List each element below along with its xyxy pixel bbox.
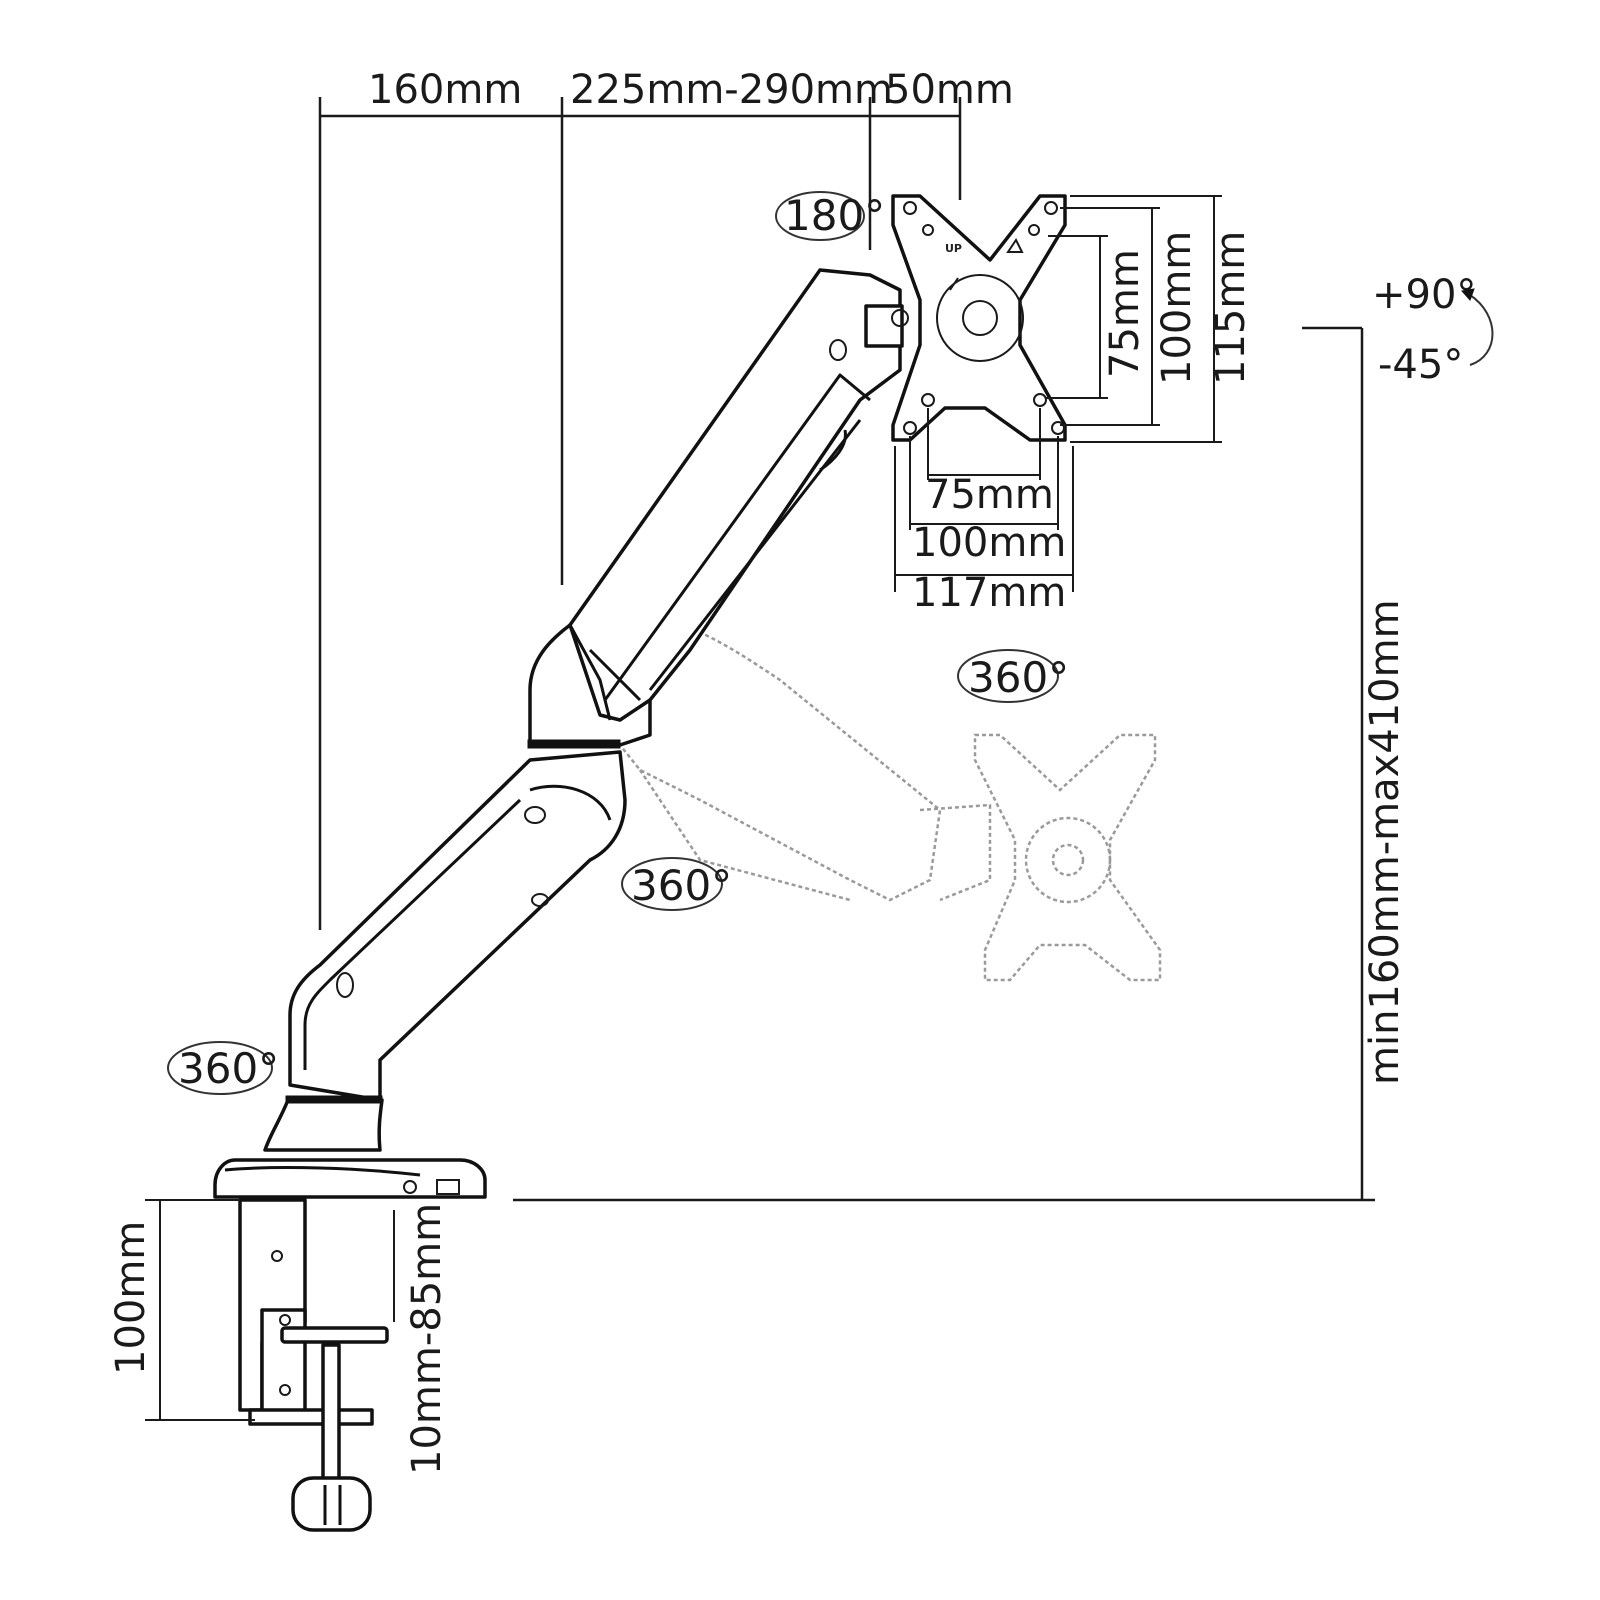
vesa-v-medium-label: 100mm — [1154, 231, 1200, 385]
head-swivel-rotation: 180° — [775, 191, 885, 241]
vesa-h-medium-label: 100mm — [912, 520, 1066, 566]
audio-port-icon — [403, 1180, 417, 1194]
tilt-down-label: -45° — [1378, 342, 1463, 388]
plate-rotation-label: 360° — [968, 653, 1069, 702]
vesa-horizontal-dimension-lines — [894, 408, 1074, 592]
plate-up-label: UP — [945, 242, 962, 255]
height-range-label: min160mm-max410mm — [1362, 599, 1408, 1085]
usb-port-icon — [436, 1179, 460, 1195]
vesa-v-plate-label: 115mm — [1208, 231, 1254, 385]
base-rotation-label: 360° — [178, 1044, 279, 1093]
clamp-height-label: 100mm — [108, 1221, 154, 1375]
desk-clamp — [238, 1198, 389, 1532]
arm-segment-2-label: 225mm-290mm — [570, 67, 893, 113]
head-offset-label: 50mm — [885, 67, 1014, 113]
desk-thickness-label: 10mm-85mm — [404, 1203, 450, 1475]
vesa-h-plate-label: 117mm — [912, 570, 1066, 616]
rotation-arrow-icon — [167, 1041, 273, 1095]
head-swivel-label: 180° — [784, 191, 885, 240]
height-dimension-line — [513, 326, 1375, 1202]
elbow-rotation-label: 360° — [631, 861, 732, 910]
base-rotation: 360° — [167, 1041, 279, 1095]
clamp-dimension-lines — [145, 1199, 395, 1421]
monitor-arm — [213, 268, 909, 1199]
vesa-v-small-label: 75mm — [1102, 249, 1148, 378]
tilt-up-label: +90° — [1372, 272, 1476, 318]
vesa-plate: UP — [891, 194, 1067, 442]
plate-rotation: 360° — [957, 649, 1069, 703]
vesa-vertical-dimension-lines — [1045, 195, 1222, 443]
rotation-arrow-icon — [957, 649, 1059, 703]
elbow-rotation: 360° — [621, 857, 732, 911]
clamp-knob — [291, 1476, 372, 1532]
rotation-arrow-icon — [775, 191, 865, 241]
tilt-arrow-icon — [1469, 294, 1494, 366]
rotation-arrow-icon — [621, 857, 723, 911]
tilt-arrow-head-icon — [1461, 288, 1475, 301]
vesa-h-small-label: 75mm — [925, 472, 1054, 518]
top-dimension-lines — [318, 97, 962, 930]
arm-segment-1-label: 160mm — [368, 67, 522, 113]
